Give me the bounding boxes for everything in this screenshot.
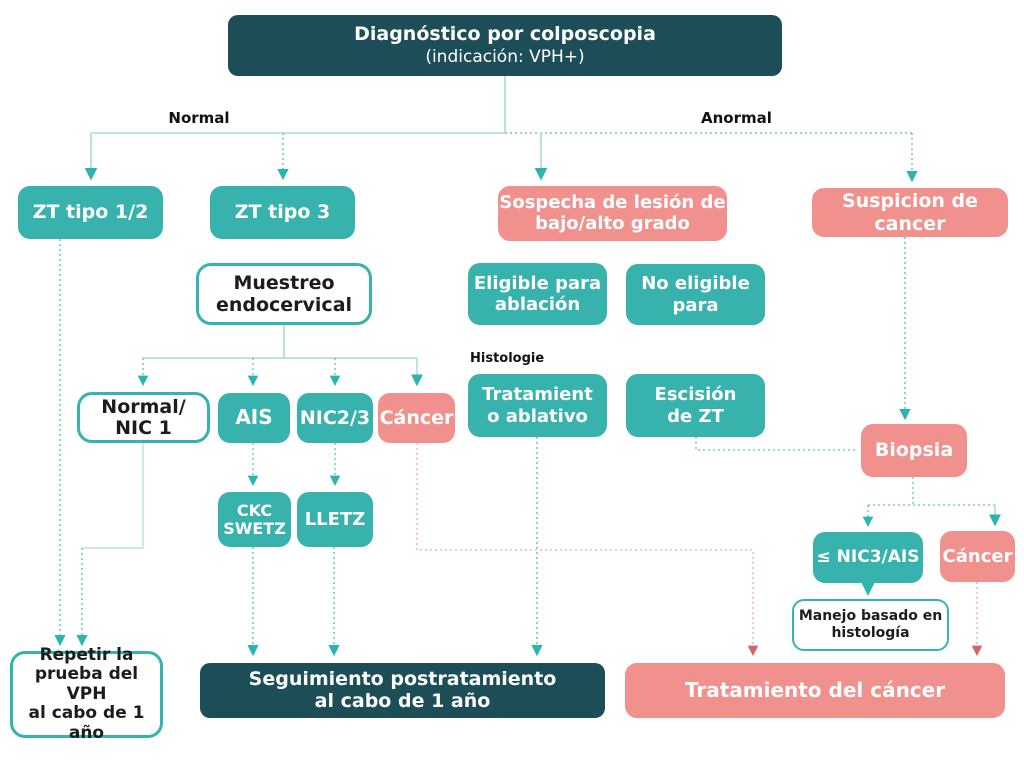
node-escision-zt: Escisión de ZT bbox=[626, 374, 765, 437]
page-title: Diagnóstico por colposcopia bbox=[354, 23, 656, 45]
branch-label-anormal: Anormal bbox=[701, 109, 772, 127]
node-normal-nic1: Normal/ NIC 1 bbox=[77, 392, 210, 443]
node-zt-tipo-3: ZT tipo 3 bbox=[210, 186, 355, 239]
branch-label-normal: Normal bbox=[168, 109, 230, 127]
node-muestreo-endocervical: Muestreo endocervical bbox=[196, 263, 372, 325]
page-subtitle: (indicación: VPH+) bbox=[425, 46, 585, 67]
node-tratamiento-cancer: Tratamiento del cáncer bbox=[625, 663, 1005, 718]
node-biopsia: Biopsia bbox=[861, 424, 967, 477]
node-sospecha-lesion: Sospecha de lesión de bajo/alto grado bbox=[498, 186, 727, 241]
node-eligible-ablacion: Eligible para ablación bbox=[468, 263, 607, 325]
node-manejo-histologia: Manejo basado en histología bbox=[792, 599, 949, 651]
node-lletz: LLETZ bbox=[297, 492, 373, 547]
diagnosis-header-box: Diagnóstico por colposcopia (indicación:… bbox=[228, 15, 782, 76]
node-cancer-right: Cáncer bbox=[940, 531, 1015, 582]
node-ais: AIS bbox=[218, 393, 290, 443]
node-seguimiento-postratamiento: Seguimiento postratamiento al cabo de 1 … bbox=[200, 663, 605, 718]
section-label-histology: Histologie bbox=[470, 351, 545, 366]
node-zt-tipo-1-2: ZT tipo 1/2 bbox=[18, 186, 163, 239]
node-repetir-prueba-vph: Repetir la prueba del VPH al cabo de 1 a… bbox=[10, 645, 163, 743]
node-no-eligible: No eligible para bbox=[626, 264, 765, 325]
node-cancer-middle: Cáncer bbox=[378, 393, 455, 443]
node-suspicion-cancer: Suspicion de cancer bbox=[812, 188, 1008, 237]
node-nic3-ais: ≤ NIC3/AIS bbox=[813, 532, 923, 583]
node-tratamiento-ablativo: Tratamient o ablativo bbox=[468, 374, 607, 437]
node-nic2-3: NIC2/3 bbox=[297, 393, 373, 443]
node-ckc-swetz: CKC SWETZ bbox=[218, 492, 291, 547]
